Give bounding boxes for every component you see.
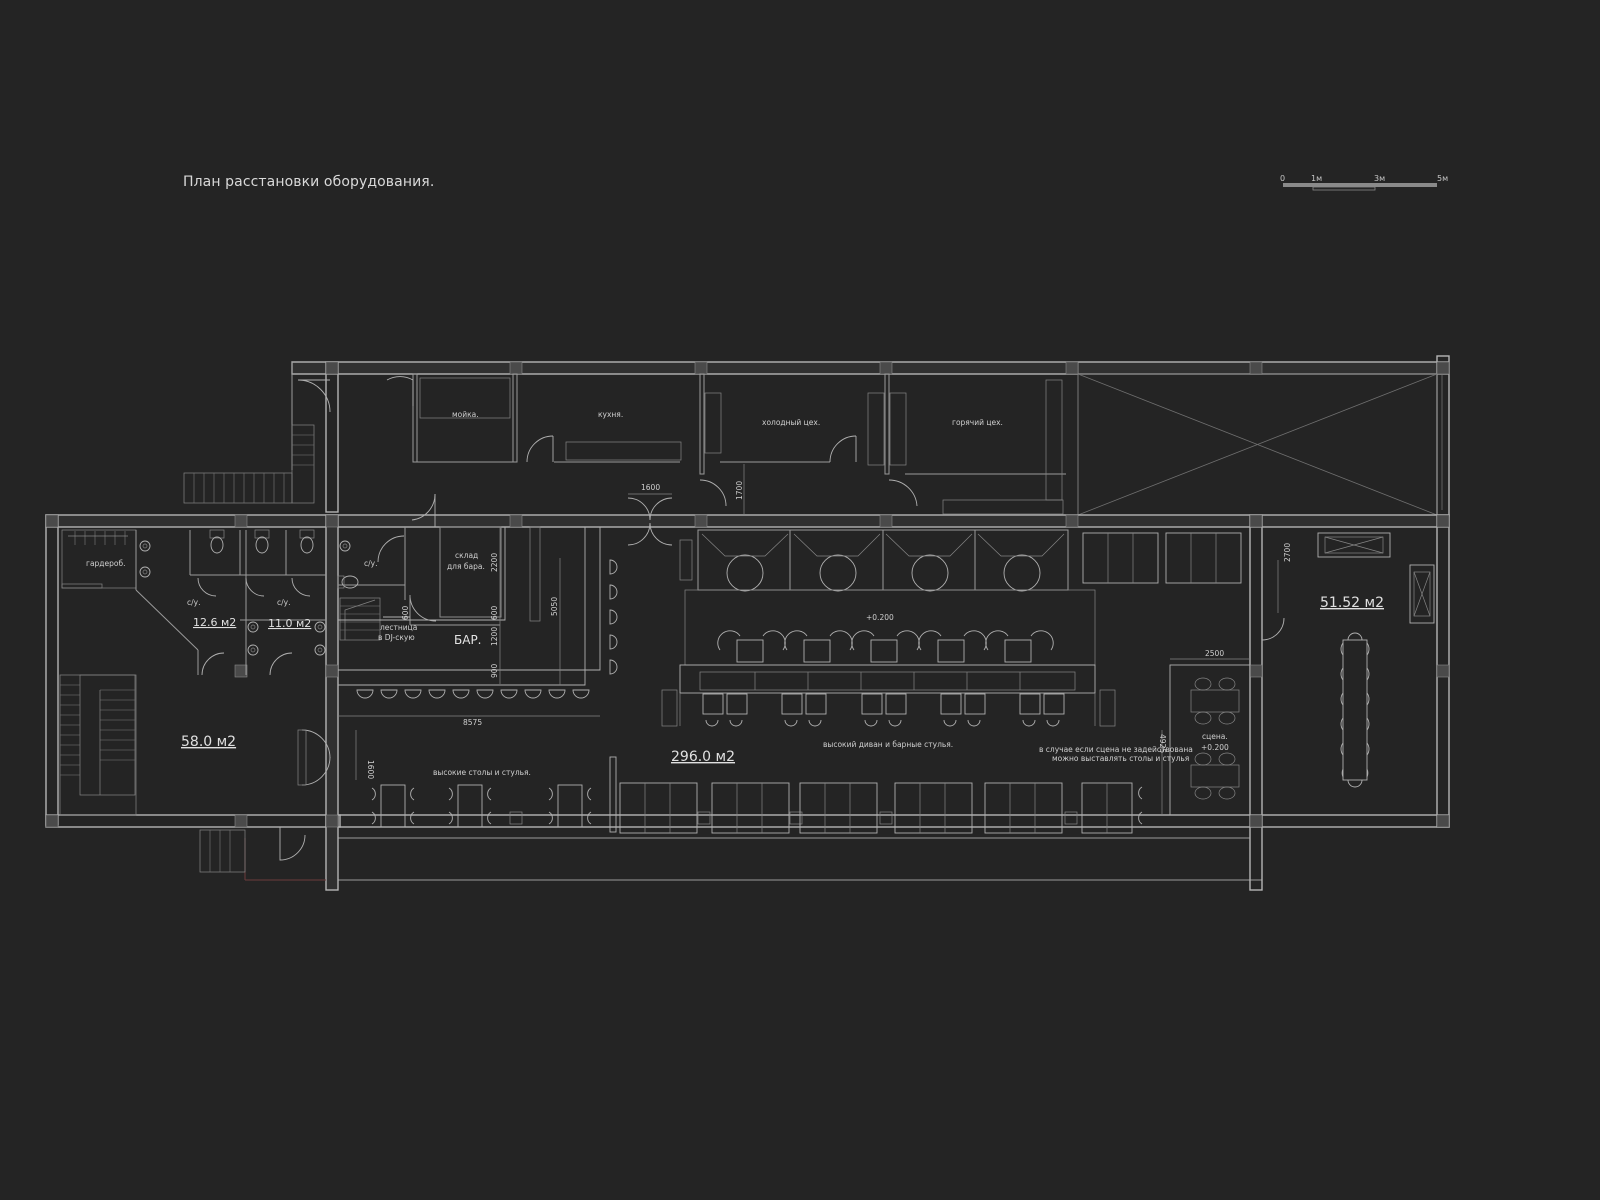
- scale-label-3m: 3м: [1374, 174, 1385, 183]
- scale-label-5m: 5м: [1437, 174, 1448, 183]
- room-label-wc-2: с/у.: [277, 598, 290, 607]
- room-label-cloakroom: гардероб.: [86, 559, 125, 568]
- vip-room: 2700 51.52 м2: [1261, 532, 1435, 788]
- bar-stools: [356, 559, 618, 699]
- bottom-booths: [609, 756, 1143, 834]
- stage-tables: [1190, 677, 1240, 800]
- scale-bar: 0 1м 3м 5м: [1280, 174, 1448, 191]
- kitchen-block: мойка. кухня. холодный цех. горячий цех.…: [183, 373, 1066, 546]
- lounge-chairs: [717, 630, 1054, 663]
- room-label-bar-storage-2: для бара.: [447, 562, 485, 571]
- area-main-hall: 296.0 м2: [671, 749, 735, 765]
- upper-right-sofas: [1082, 532, 1242, 584]
- label-stage-level: +0.200: [1201, 743, 1229, 752]
- room-label-bar-storage-1: склад: [455, 551, 478, 560]
- level-label-sofa: +0.200: [866, 613, 894, 622]
- dim-2700: 2700: [1283, 543, 1292, 562]
- area-lobby: 58.0 м2: [181, 734, 236, 750]
- room-label-stairs-2: в DJ-скую: [378, 633, 415, 642]
- stage-note-1: в случае если сцена не задействована: [1039, 745, 1193, 754]
- bar-block: с/у. склад для бара. лестница в DJ-скую …: [337, 493, 618, 727]
- area-wc-1: 12.6 м2: [193, 616, 236, 629]
- label-high-sofa: высокий диван и барные стулья.: [823, 740, 953, 749]
- high-sofa-stools: [702, 693, 1065, 727]
- room-label-bar: БАР.: [454, 633, 482, 647]
- page-title: План расстановки оборудования.: [183, 174, 435, 190]
- room-label-wc-1: с/у.: [187, 598, 200, 607]
- lobby-block: гардероб. с/у. с/у. 12.6 м2 11.0 м2: [59, 529, 375, 873]
- stage-note-2: можно выставлять столы и стулья: [1052, 754, 1189, 763]
- dim-1200: 1200: [490, 627, 499, 646]
- columns: [45, 361, 1450, 828]
- dim-1600-side: 1600: [366, 760, 375, 779]
- dim-5050: 5050: [550, 597, 559, 616]
- vip-chairs: [1340, 632, 1370, 788]
- main-hall: +0.200 высокий д: [371, 529, 1251, 834]
- room-label-hot-shop: горячий цех.: [952, 418, 1003, 427]
- scale-label-0: 0: [1280, 174, 1285, 183]
- dim-600-bar: 600: [490, 605, 499, 620]
- dim-600-stair: 600: [401, 605, 410, 620]
- high-tables: [371, 784, 592, 828]
- dim-1700: 1700: [735, 481, 744, 500]
- dim-2500: 2500: [1205, 649, 1224, 658]
- dim-2200: 2200: [490, 553, 499, 572]
- dim-1600-door: 1600: [641, 483, 660, 492]
- room-label-kitchen: кухня.: [598, 410, 623, 419]
- dim-900: 900: [490, 663, 499, 678]
- dim-8575: 8575: [463, 718, 482, 727]
- room-label-cold-shop: холодный цех.: [762, 418, 820, 427]
- scale-label-1m: 1м: [1311, 174, 1322, 183]
- label-high-tables: высокие столы и стулья.: [433, 768, 531, 777]
- area-wc-2: 11.0 м2: [268, 617, 311, 630]
- room-label-stairs-1: лестница: [380, 623, 417, 632]
- room-label-washing: мойка.: [452, 410, 479, 419]
- area-vip: 51.52 м2: [1320, 595, 1384, 611]
- dim-4925: 4925: [1158, 734, 1167, 753]
- label-stage: сцена.: [1202, 732, 1228, 741]
- room-label-wc-3: с/у.: [364, 559, 377, 568]
